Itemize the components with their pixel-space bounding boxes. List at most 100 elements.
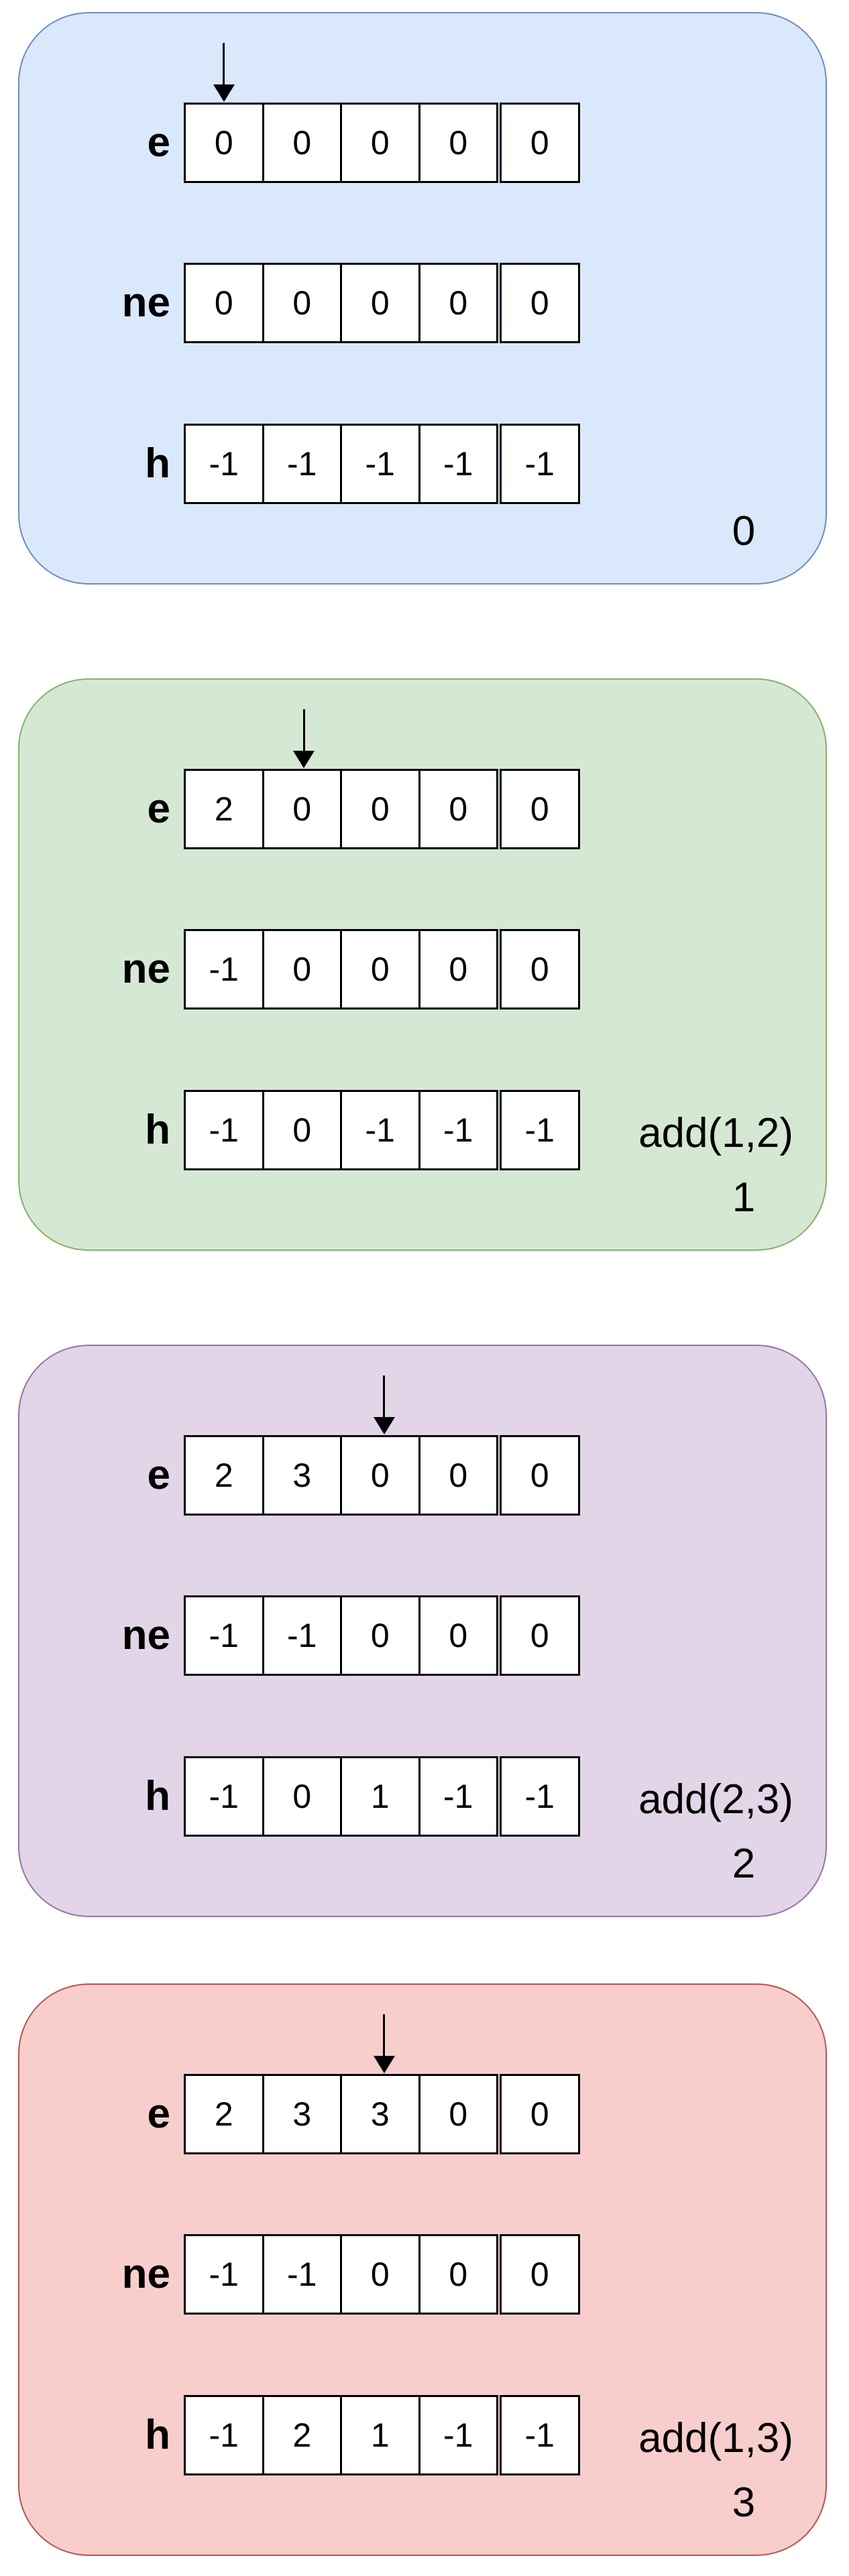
array-cell: 0: [262, 263, 342, 343]
row-label: ne: [121, 280, 170, 326]
array-cell: 0: [340, 263, 420, 343]
arrow-head-icon: [373, 2056, 395, 2073]
array-cell: -1: [184, 2234, 264, 2315]
step-number-label: 3: [732, 2479, 756, 2526]
array-cell: -1: [418, 2395, 498, 2475]
array-cell: 0: [262, 929, 342, 1009]
arrow-head-icon: [213, 84, 235, 102]
array-cell: -1: [262, 2234, 342, 2315]
pointer-down-arrow-icon: [373, 2014, 396, 2073]
row-label: h: [145, 1107, 170, 1153]
arrow-head-icon: [293, 751, 315, 768]
array-cell: -1: [184, 1756, 264, 1837]
arrow-head-icon: [373, 1417, 395, 1434]
array-cell: 2: [184, 1435, 264, 1516]
arrow-shaft: [302, 709, 305, 753]
array-cell: 3: [262, 1435, 342, 1516]
array-cell: -1: [262, 1595, 342, 1676]
array-cell: 0: [184, 103, 264, 183]
array-cell: 3: [262, 2074, 342, 2154]
array-cell: -1: [340, 424, 420, 504]
array-cell: 0: [262, 769, 342, 849]
row-label: e: [147, 1452, 170, 1498]
row-label: e: [147, 2091, 170, 2137]
array-cell: -1: [262, 424, 342, 504]
array-cell: -1: [418, 1090, 498, 1170]
array-cell: 0: [418, 1435, 498, 1516]
row-label: h: [145, 2412, 170, 2458]
array-cell: 0: [500, 1435, 580, 1516]
array-cell: 0: [418, 263, 498, 343]
array-cell: 0: [500, 2074, 580, 2154]
array-cell: -1: [500, 1756, 580, 1837]
array-cell: 0: [262, 103, 342, 183]
step-number-label: 2: [732, 1841, 756, 1887]
array-cell: 0: [418, 2234, 498, 2315]
array-cell: 2: [262, 2395, 342, 2475]
pointer-down-arrow-icon: [213, 43, 235, 102]
row-label: ne: [121, 2251, 170, 2297]
array-cell: 2: [184, 769, 264, 849]
array-cell: 0: [262, 1756, 342, 1837]
array-cell: 0: [340, 2234, 420, 2315]
row-label: h: [145, 1773, 170, 1819]
row-label: e: [147, 119, 170, 166]
array-cell: 0: [418, 2074, 498, 2154]
array-cell: -1: [418, 424, 498, 504]
array-cell: -1: [184, 1595, 264, 1676]
array-cell: 0: [500, 1595, 580, 1676]
array-cell: -1: [500, 424, 580, 504]
array-cell: 0: [418, 769, 498, 849]
array-cell: 0: [262, 1090, 342, 1170]
array-cell: 0: [418, 103, 498, 183]
arrow-shaft: [223, 43, 225, 87]
array-cell: 0: [500, 2234, 580, 2315]
array-cell: -1: [184, 929, 264, 1009]
arrow-shaft: [383, 2014, 386, 2059]
step-number-label: 1: [732, 1174, 756, 1221]
row-label: e: [147, 786, 170, 832]
row-label: ne: [121, 1612, 170, 1658]
array-cell: 0: [340, 769, 420, 849]
array-cell: -1: [500, 1090, 580, 1170]
array-cell: 0: [340, 103, 420, 183]
pointer-down-arrow-icon: [373, 1375, 396, 1434]
array-cell: 0: [340, 929, 420, 1009]
array-cell: 0: [500, 769, 580, 849]
array-row: h -1-1-1-1-1: [19, 424, 826, 504]
array-cell: 0: [340, 1595, 420, 1676]
array-cell: -1: [184, 1090, 264, 1170]
operation-label: add(1,2): [638, 1110, 793, 1156]
array-cell: -1: [418, 1756, 498, 1837]
array-cell: 0: [418, 1595, 498, 1676]
array-cell: -1: [184, 2395, 264, 2475]
array-cell: -1: [340, 1090, 420, 1170]
array-cell: 2: [184, 2074, 264, 2154]
array-cell: 0: [340, 1435, 420, 1516]
array-cell: 0: [500, 263, 580, 343]
operation-label: add(2,3): [638, 1776, 793, 1823]
operation-label: add(1,3): [638, 2415, 793, 2461]
